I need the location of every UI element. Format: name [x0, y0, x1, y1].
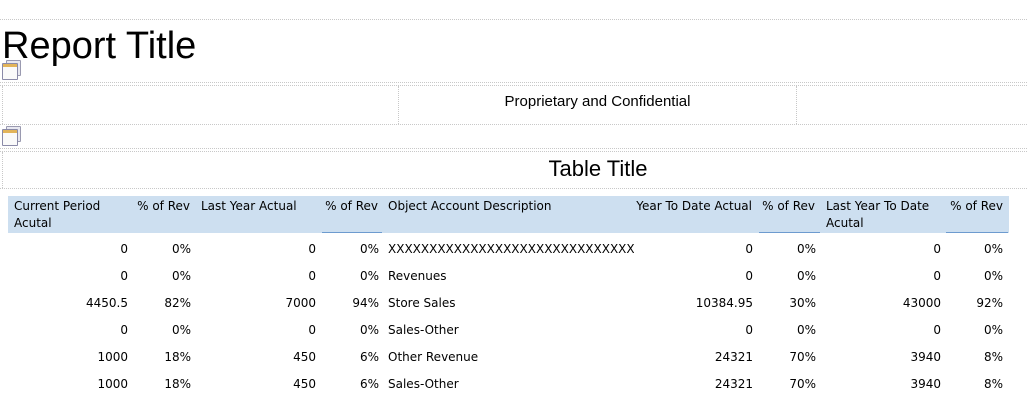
column-header-ytd[interactable]: Year To Date Actual [636, 199, 752, 213]
cell-pct-rev: 0% [983, 323, 1003, 337]
cell-current-period: 0 [120, 242, 128, 256]
cell-pct-rev: 0% [796, 242, 816, 256]
cell-last-year-ytd: 43000 [902, 296, 941, 310]
cell-ytd: 0 [745, 323, 753, 337]
cell-pct-rev: 8% [983, 350, 1003, 364]
section-divider [0, 19, 1027, 20]
section-divider [0, 188, 1027, 189]
cell-pct-rev: 6% [359, 377, 379, 391]
cell-ytd: 0 [745, 269, 753, 283]
cell-current-period: 1000 [97, 377, 128, 391]
cell-pct-rev: 94% [352, 296, 379, 310]
cell-pct-rev: 0% [796, 323, 816, 337]
cell-pct-rev: 0% [983, 269, 1003, 283]
cell-ytd: 10384.95 [695, 296, 753, 310]
cell-description: Sales-Other [388, 323, 459, 337]
cell-pct-rev: 70% [789, 350, 816, 364]
section-divider [0, 85, 1027, 86]
column-header-pct-rev[interactable]: % of Rev [950, 199, 1003, 213]
cell-pct-rev: 30% [789, 296, 816, 310]
section-icon[interactable] [2, 60, 21, 80]
header-underline [946, 232, 1008, 233]
cell-pct-rev: 92% [976, 296, 1003, 310]
section-divider [0, 148, 1027, 149]
cell-pct-rev: 0% [796, 269, 816, 283]
cell-current-period: 0 [120, 323, 128, 337]
section-divider [0, 151, 1027, 152]
column-header-description[interactable]: Object Account Description [388, 199, 552, 213]
cell-last-year: 0 [308, 323, 316, 337]
column-header-last-year-ytd[interactable]: Last Year To Date Acutal [826, 199, 930, 230]
cell-pct-rev: 18% [164, 377, 191, 391]
table-header [8, 196, 1009, 233]
column-header-current-period[interactable]: Current Period Acutal [14, 199, 101, 230]
cell-description: Sales-Other [388, 377, 459, 391]
cell-pct-rev: 8% [983, 377, 1003, 391]
table-title: Table Title [548, 156, 648, 181]
section-divider [0, 124, 1027, 125]
column-header-pct-rev[interactable]: % of Rev [325, 199, 378, 213]
cell-description: Other Revenue [388, 350, 479, 364]
column-header-pct-rev[interactable]: % of Rev [137, 199, 190, 213]
cell-pct-rev: 0% [983, 242, 1003, 256]
cell-current-period: 0 [120, 269, 128, 283]
section-divider [0, 82, 1027, 83]
cell-ytd: 24321 [714, 350, 753, 364]
cell-last-year-ytd: 0 [933, 323, 941, 337]
confidential-label: Proprietary and Confidential [504, 93, 691, 110]
cell-pct-rev: 0% [359, 323, 379, 337]
cell-ytd: 0 [745, 242, 753, 256]
column-header-pct-rev[interactable]: % of Rev [762, 199, 815, 213]
cell-pct-rev: 0% [171, 323, 191, 337]
cell-pct-rev: 0% [171, 269, 191, 283]
column-header-last-year[interactable]: Last Year Actual [201, 199, 297, 213]
header-underline [322, 232, 382, 233]
cell-description: Store Sales [388, 296, 456, 310]
cell-pct-rev: 0% [359, 242, 379, 256]
report-title: Report Title [2, 25, 197, 67]
cell-current-period: 1000 [97, 350, 128, 364]
cell-last-year-ytd: 3940 [910, 350, 941, 364]
cell-description: Revenues [388, 269, 447, 283]
cell-last-year: 0 [308, 269, 316, 283]
cell-last-year: 7000 [285, 296, 316, 310]
cell-last-year: 0 [308, 242, 316, 256]
cell-current-period: 4450.5 [86, 296, 128, 310]
cell-pct-rev: 18% [164, 350, 191, 364]
cell-pct-rev: 0% [359, 269, 379, 283]
cell-last-year: 450 [293, 350, 316, 364]
section-icon[interactable] [2, 126, 21, 146]
cell-last-year-ytd: 0 [933, 269, 941, 283]
header-underline [759, 232, 820, 233]
confidential-row [0, 86, 1027, 124]
cell-last-year-ytd: 3940 [910, 377, 941, 391]
cell-pct-rev: 6% [359, 350, 379, 364]
cell-description: XXXXXXXXXXXXXXXXXXXXXXXXXXXXXX [388, 242, 634, 256]
cell-last-year-ytd: 0 [933, 242, 941, 256]
cell-ytd: 24321 [714, 377, 753, 391]
cell-last-year: 450 [293, 377, 316, 391]
cell-pct-rev: 82% [164, 296, 191, 310]
cell-pct-rev: 0% [171, 242, 191, 256]
table-title-row [0, 152, 1027, 188]
cell-pct-rev: 70% [789, 377, 816, 391]
